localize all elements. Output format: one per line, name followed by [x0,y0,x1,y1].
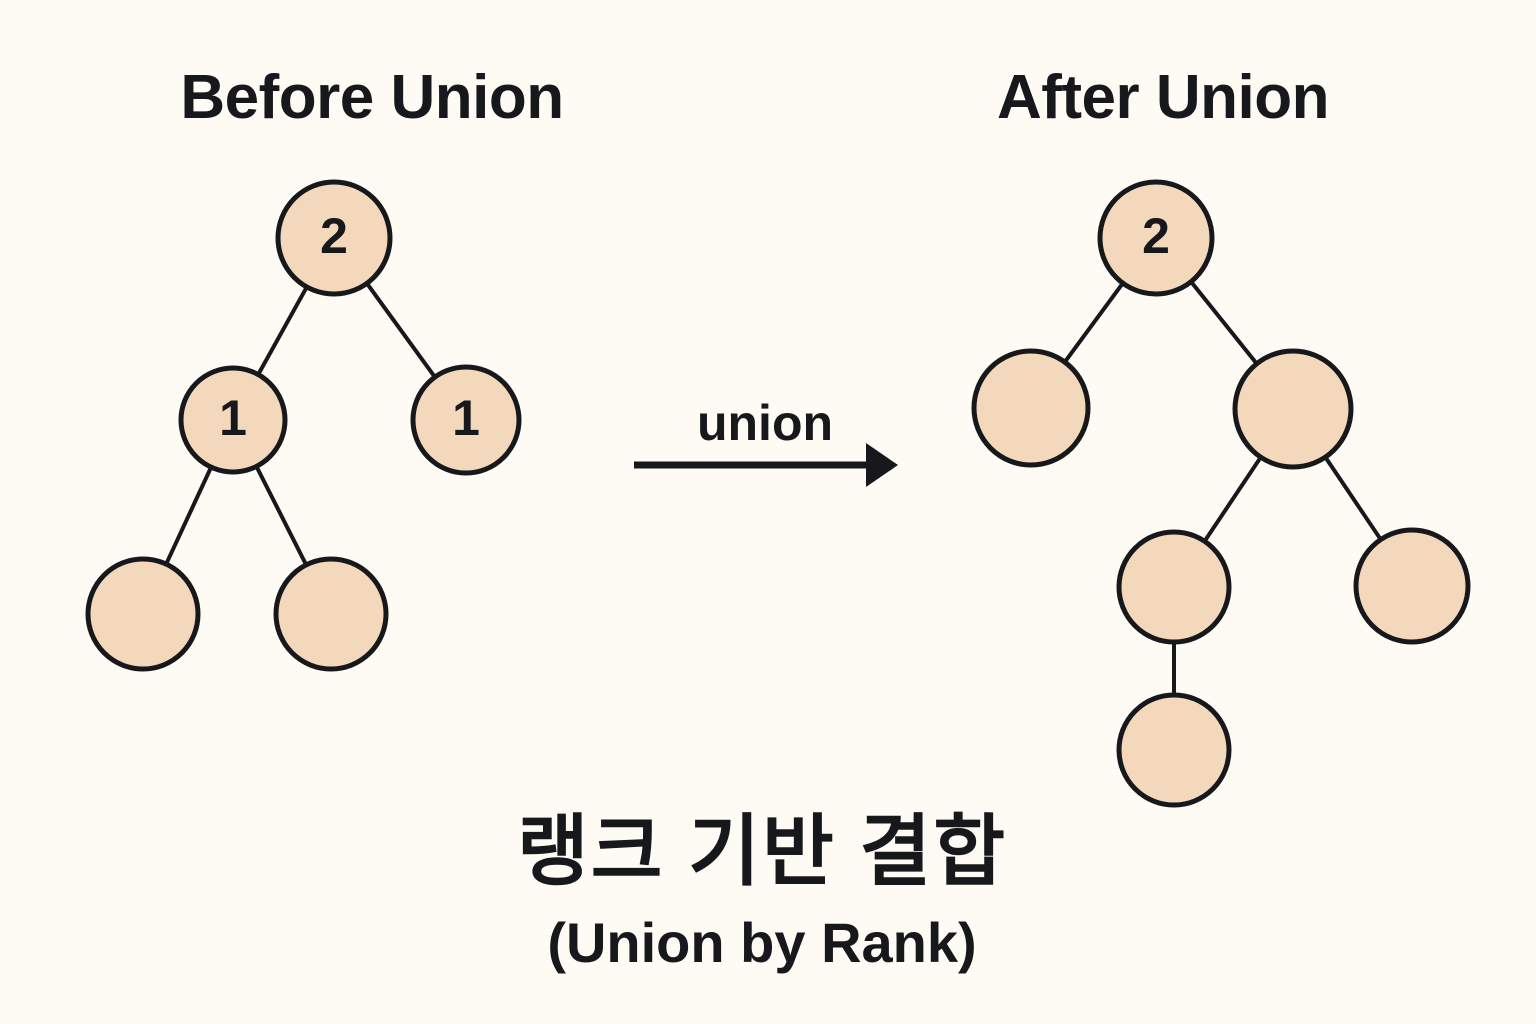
after-union-node[interactable] [1353,527,1471,645]
before-union-edge [253,462,310,569]
after-union-node[interactable] [1116,529,1232,645]
after-union-node-circle[interactable] [1116,529,1232,645]
after-union-nodes: 2 [971,179,1471,808]
after-union-node[interactable] [1232,348,1354,470]
after-union-node-circle[interactable] [1116,692,1232,808]
after-union-node-circle[interactable] [971,348,1091,468]
before-union-node[interactable] [273,556,389,672]
after-union-node[interactable] [1116,692,1232,808]
before-union-nodes: 2 1 1 [85,179,522,672]
before-union-node-circle[interactable] [273,556,389,672]
after-union-node-circle[interactable] [1232,348,1354,470]
caption-main-korean: 랭크 기반 결합 [517,807,1007,895]
caption-block: 랭크 기반 결합 (Union by Rank) [517,807,1007,974]
after-union-node-2[interactable]: 2 [1097,179,1215,297]
before-union-node-circle[interactable] [410,364,522,476]
before-union-node-rank-label: 1 [452,390,480,446]
after-union-edge [1187,278,1260,368]
union-arrow-head [866,443,898,487]
union-transition: union [634,395,898,487]
before-union-edge [163,463,214,568]
before-union-node-circle[interactable] [85,556,201,672]
before-union-node-1[interactable]: 1 [410,364,522,476]
after-union-edge [1322,453,1384,544]
before-union-panel: Before Union 2 1 1 [85,63,564,672]
after-union-title: After Union [997,63,1329,132]
before-union-edge [363,279,439,381]
before-union-edge [255,283,310,379]
before-union-node-circle[interactable] [275,179,393,297]
after-union-node-circle[interactable] [1097,179,1215,297]
after-union-edge [1061,279,1127,366]
before-union-node-rank-label: 1 [219,390,247,446]
after-union-edges [1061,278,1384,699]
before-union-node-1[interactable]: 1 [178,365,288,475]
before-union-node-circle[interactable] [178,365,288,475]
after-union-node-circle[interactable] [1353,527,1471,645]
after-union-panel: After Union 2 [971,63,1471,808]
before-union-edges [163,279,439,569]
after-union-node[interactable] [971,348,1091,468]
before-union-title: Before Union [180,63,563,132]
after-union-edge [1201,453,1264,545]
before-union-node-rank-label: 2 [320,208,348,264]
union-arrow-label: union [697,395,833,451]
caption-sub-english: (Union by Rank) [547,911,976,974]
before-union-node-2[interactable]: 2 [275,179,393,297]
after-union-node-rank-label: 2 [1142,208,1170,264]
before-union-node[interactable] [85,556,201,672]
